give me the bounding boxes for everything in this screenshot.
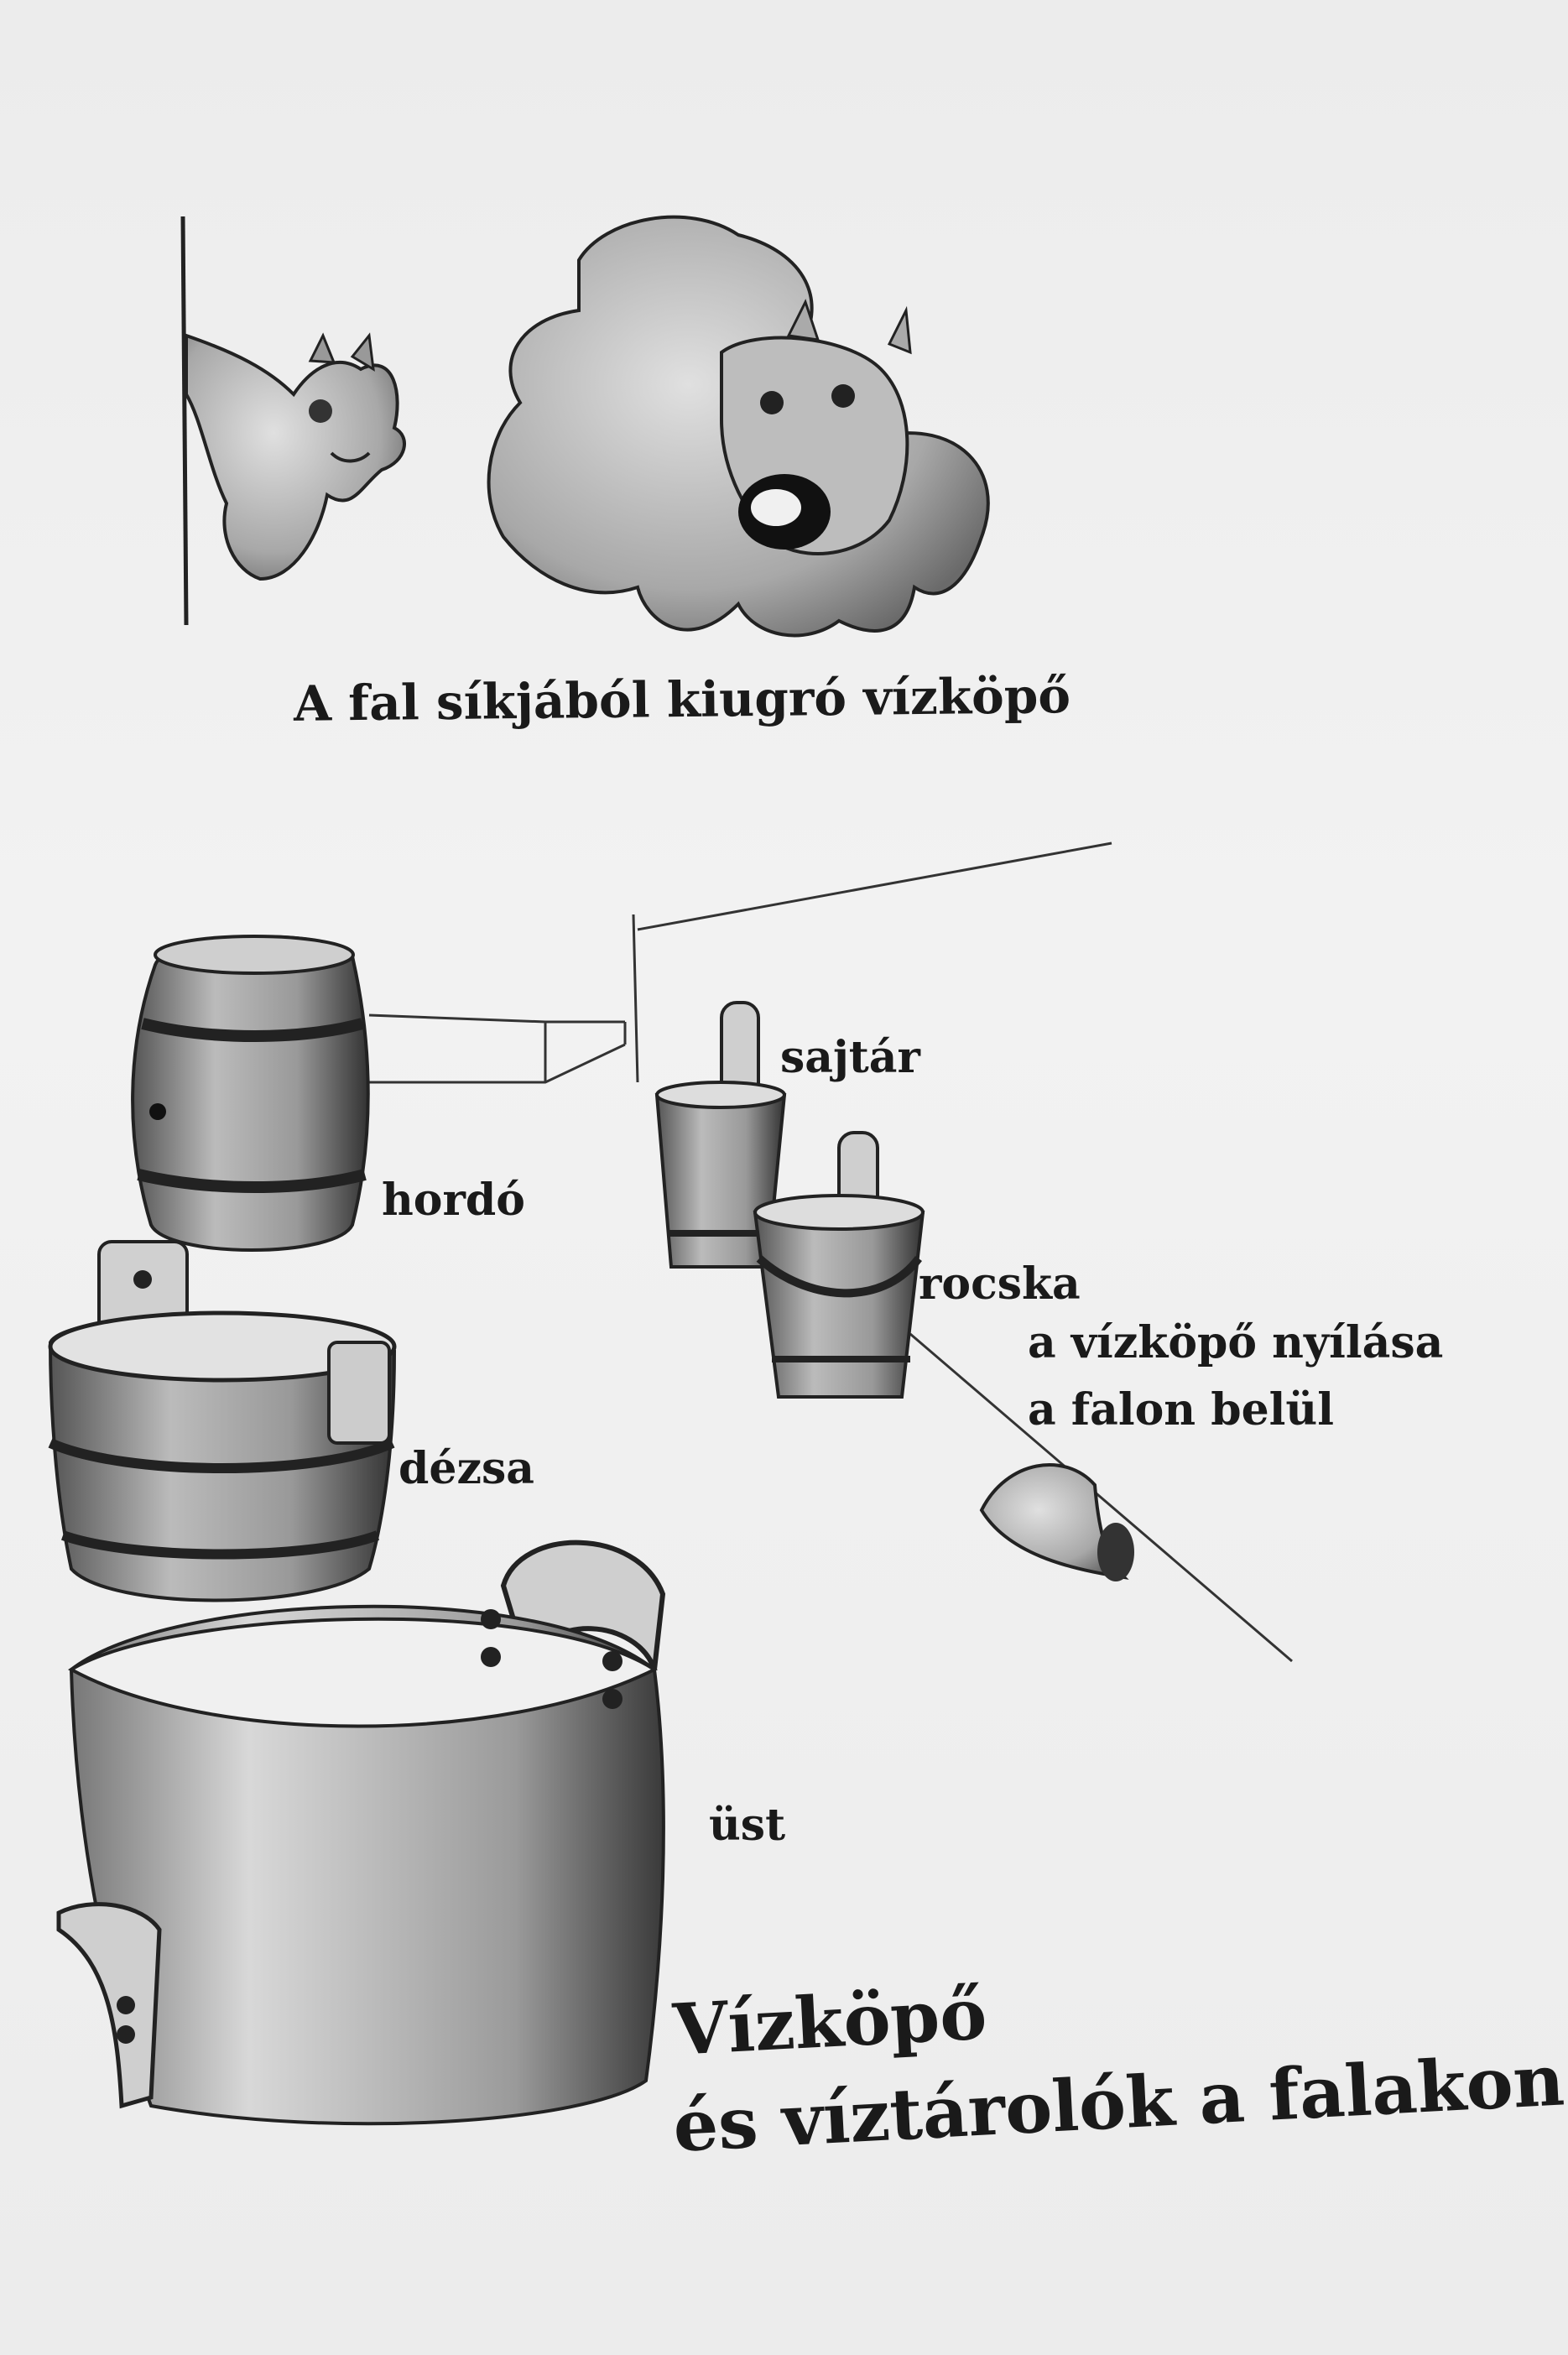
- label-dezsa: dézsa: [399, 1443, 534, 1494]
- cauldron-icon: [56, 1540, 666, 2126]
- pail-icon: [654, 1001, 787, 1269]
- label-ust: üst: [709, 1800, 786, 1851]
- label-opening-line1: a vízköpő nyílása: [1028, 1317, 1444, 1368]
- tub-icon: [48, 1240, 397, 1602]
- label-hordo: hordó: [382, 1175, 525, 1226]
- bucket-icon: [753, 1131, 925, 1399]
- wall-lines: [368, 841, 1293, 1663]
- label-rocska: rocska: [919, 1258, 1081, 1310]
- wall-opening-icon: [979, 1463, 1134, 1581]
- barrel-icon: [131, 935, 370, 1252]
- gargoyle-front-icon: [487, 215, 990, 638]
- label-opening-line2: a falon belül: [1028, 1384, 1334, 1435]
- page-title-line1: Vízköpő: [671, 1972, 989, 2071]
- gargoyle-caption: A fal síkjából kiugró vízköpő: [293, 667, 1071, 732]
- gargoyle-side-icon: [180, 216, 406, 626]
- label-sajtar: sajtár: [780, 1032, 920, 1083]
